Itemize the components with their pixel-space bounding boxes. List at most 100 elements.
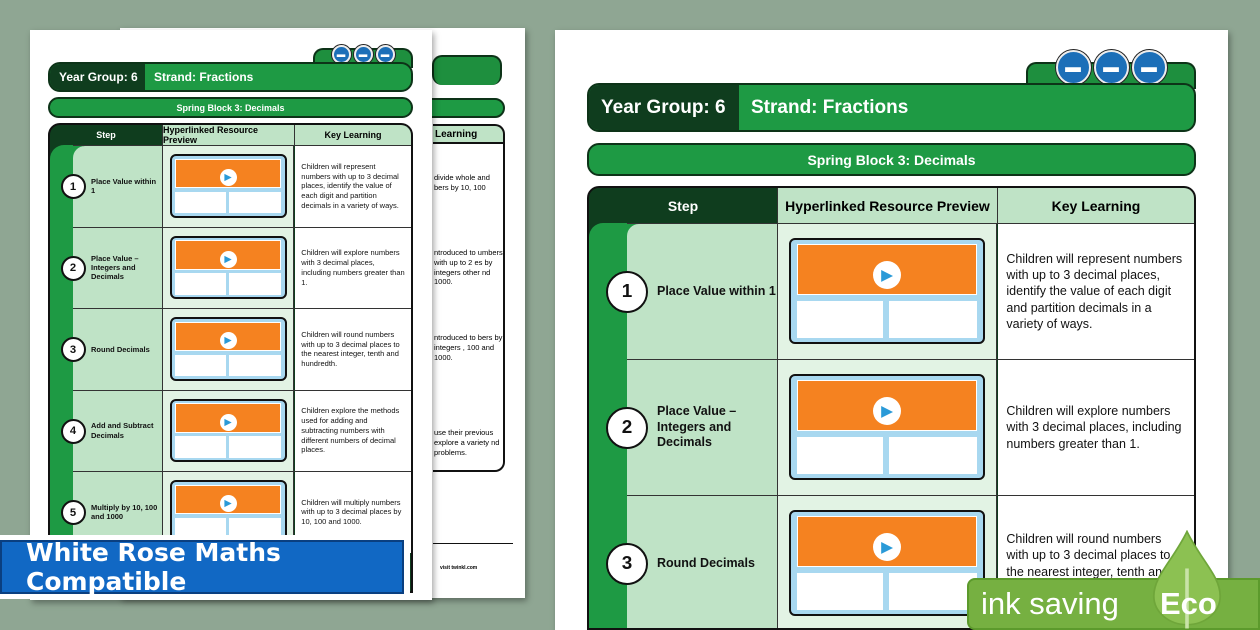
submarine-difficulty-icon: ▬ (1131, 50, 1167, 86)
resource-preview-thumbnail[interactable]: ▶ (169, 398, 287, 463)
strand-label: Strand: Fractions (751, 96, 909, 118)
resource-preview-thumbnail[interactable]: ▶ (169, 154, 287, 218)
year-group-label: Year Group: 6 (589, 85, 739, 130)
resource-preview-thumbnail[interactable]: ▶ (788, 373, 986, 480)
strand-label: Strand: Fractions (154, 70, 254, 84)
submarine-difficulty-icon: ▬ (353, 44, 373, 64)
header-bar: Year Group: 6 Strand: Fractions (48, 62, 413, 92)
step-cell: Place Value within 1 (627, 224, 777, 359)
header-key-learning: Key Learning (997, 188, 1194, 223)
step-number: 1 (60, 174, 86, 200)
difficulty-icons-tab (432, 55, 502, 85)
year-group-label: Year Group: 6 (50, 64, 145, 90)
table-row: Round Decimals 3 ▶ Children will round numb… (60, 308, 411, 390)
step-label: Place Value – Integers and Decimals (657, 404, 737, 450)
footer-link[interactable]: visit twinkl.com (440, 565, 478, 571)
resource-preview-thumbnail[interactable]: ▶ (169, 235, 287, 300)
table-row: Place Value within 1 1 ▶ Children will repr… (606, 223, 1194, 359)
header-bar: Year Group: 6 Strand: Fractions (587, 83, 1196, 132)
step-cell: Place Value – Integers and Decimals (627, 360, 777, 495)
key-learning-header-fragment: Learning (433, 124, 505, 144)
resource-preview-thumbnail[interactable]: ▶ (788, 237, 986, 344)
play-video-icon[interactable]: ▶ (873, 533, 901, 562)
step-label: Add and Subtract Decimals (91, 421, 154, 440)
block-title-bar: Spring Block 3: Decimals (587, 143, 1196, 176)
step-label: Multiply by 10, 100 and 1000 (91, 502, 158, 522)
play-video-icon[interactable]: ▶ (219, 169, 237, 187)
step-label: Round Decimals (91, 344, 150, 354)
header-step: Step (667, 197, 699, 214)
key-learning-text: Children will multiply numbers with up t… (301, 497, 402, 527)
preview-cell: ▶ (777, 496, 997, 628)
preview-cell: ▶ (162, 146, 294, 227)
key-learning-text: Children will round numbers with up to 3… (301, 329, 400, 368)
key-learning-cell: Children will represent numbers with up … (998, 224, 1194, 359)
step-number: 2 (606, 407, 648, 449)
ink-saving-label: ink saving (981, 586, 1119, 621)
play-video-icon[interactable]: ▶ (219, 332, 237, 350)
step-label: Place Value within 1 (657, 283, 776, 298)
submarine-difficulty-icon: ▬ (1093, 50, 1129, 86)
step-cell: Round Decimals (73, 309, 162, 390)
play-video-icon[interactable]: ▶ (219, 413, 237, 431)
play-video-icon[interactable]: ▶ (219, 250, 237, 268)
preview-cell: ▶ (777, 360, 997, 495)
key-learning-cell: Children explore the methods used for ad… (295, 390, 411, 471)
step-cell: Place Value – Integers and Decimals (73, 227, 162, 308)
key-learning-text: Children will represent numbers with up … (1006, 251, 1183, 331)
step-number: 4 (60, 418, 86, 444)
key-learning-fragment: ntroduced to bers by integers , 100 and … (434, 333, 503, 362)
resource-preview-thumbnail[interactable]: ▶ (169, 317, 287, 381)
key-learning-text: Children will explore numbers with 3 dec… (301, 248, 405, 287)
key-learning-cell: Children will explore numbers with 3 dec… (295, 227, 411, 308)
block-title-bar: Spring Block 3: Decimals (48, 97, 413, 118)
step-number: 2 (60, 255, 86, 281)
key-learning-fragment: use their previous explore a variety nd … (434, 428, 500, 457)
submarine-difficulty-icon: ▬ (331, 44, 351, 64)
play-video-icon[interactable]: ▶ (873, 261, 901, 290)
white-rose-label: White Rose Maths Compatible (0, 538, 404, 596)
preview-cell: ▶ (162, 227, 294, 308)
preview-cell: ▶ (777, 224, 997, 359)
step-cell: Place Value within 1 (73, 146, 162, 227)
leaf-icon (1152, 530, 1222, 629)
key-learning-fragment: ntroduced to umbers with up to 2 es by i… (434, 248, 503, 287)
play-video-icon[interactable]: ▶ (873, 397, 901, 426)
step-number: 1 (606, 271, 648, 313)
header-preview: Hyperlinked Resource Preview (162, 125, 294, 145)
submarine-difficulty-icon: ▬ (375, 44, 395, 64)
key-learning-text: Children explore the methods used for ad… (301, 406, 400, 455)
step-label: Place Value within 1 (91, 176, 157, 196)
step-number: 3 (606, 543, 648, 585)
step-number: 3 (60, 337, 86, 363)
block-bar-fragment (420, 98, 505, 118)
resource-preview-thumbnail[interactable]: ▶ (788, 509, 986, 616)
resource-preview-thumbnail[interactable]: ▶ (169, 480, 287, 544)
eco-label: Eco (1160, 586, 1217, 621)
step-label: Place Value – Integers and Decimals (91, 253, 139, 282)
preview-cell: ▶ (162, 390, 294, 471)
header-key-learning: Key Learning (294, 125, 411, 145)
white-rose-compatible-badge: White Rose Maths Compatible (0, 535, 410, 599)
key-learning-text: Children will represent numbers with up … (301, 161, 399, 210)
key-learning-text: Children will round numbers with up to 3… (1006, 532, 1171, 595)
play-video-icon[interactable]: ▶ (219, 495, 237, 513)
step-cell: Round Decimals (627, 496, 777, 628)
key-learning-cell: Children will explore numbers with 3 dec… (998, 360, 1194, 495)
key-learning-fragment: divide whole and bers by 10, 100 (434, 173, 490, 192)
table-row: Add and Subtract Decimals 4 ▶ Children expl… (60, 389, 411, 471)
key-learning-cell: Children will represent numbers with up … (295, 146, 411, 227)
step-number: 5 (60, 500, 86, 526)
key-learning-text: Children will explore numbers with 3 dec… (1006, 404, 1182, 451)
step-cell: Add and Subtract Decimals (73, 390, 162, 471)
header-preview: Hyperlinked Resource Preview (777, 188, 997, 223)
key-learning-cell: Children will round numbers with up to 3… (295, 309, 411, 390)
submarine-difficulty-icon: ▬ (1055, 50, 1091, 86)
